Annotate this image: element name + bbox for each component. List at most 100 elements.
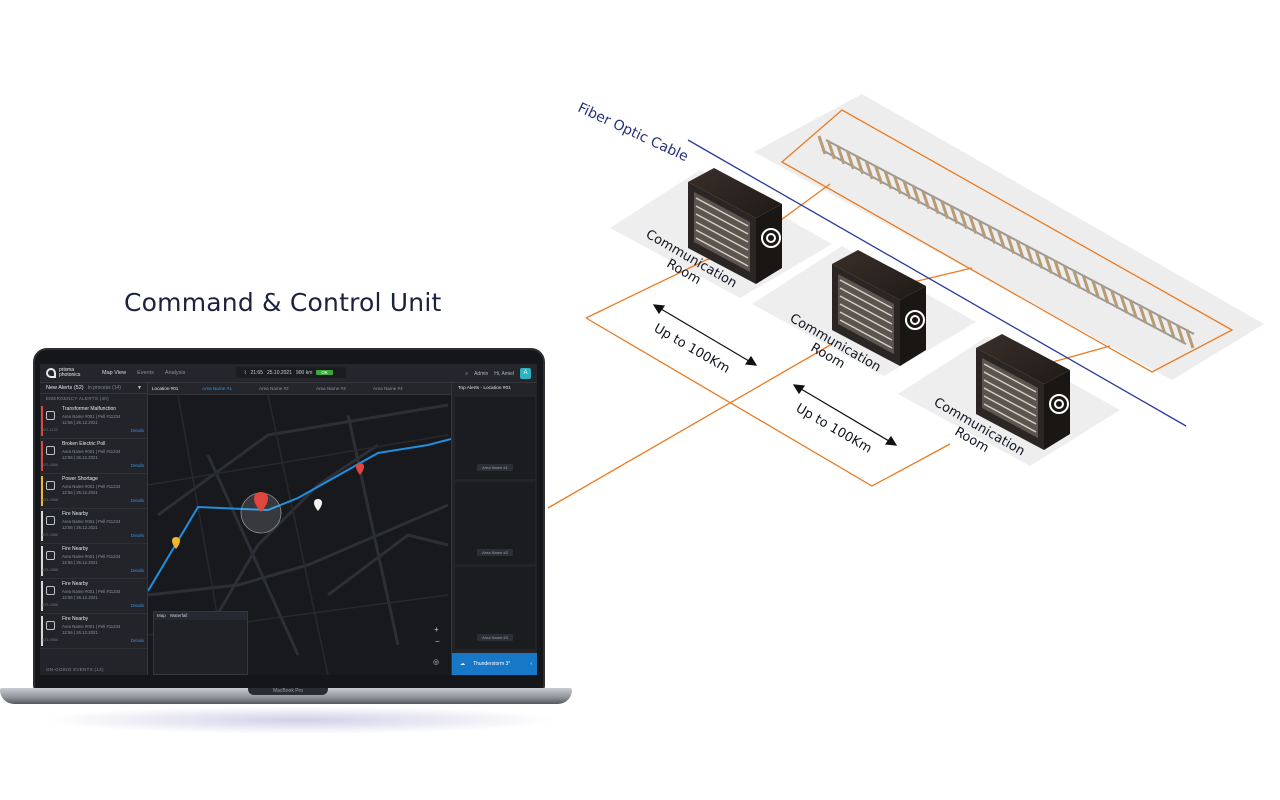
user-greeting[interactable]: Hi, Amiel [494,370,514,377]
new-alerts-title[interactable]: New Alerts (52) [46,385,84,391]
rail-tie [1138,304,1148,324]
orange-loop [585,317,951,487]
alert-title: Fire Nearby [62,546,89,552]
minimap-tab-map[interactable]: Map [157,613,166,618]
rail-tie [911,185,921,205]
rail-tie [1062,264,1072,284]
tab-area-2[interactable]: Area Name #2 [259,386,289,391]
pulse-icon: ⌇ [244,369,247,376]
laptop-shadow [40,706,560,734]
zoom-out-icon[interactable]: − [435,637,440,646]
alert-thumbnail-2[interactable]: Area Name #2 [455,482,535,564]
alert-details-link[interactable]: Details [130,463,144,468]
severity-bar [41,581,43,611]
map-canvas[interactable] [148,395,451,675]
laptop-base [0,688,572,704]
locate-icon[interactable]: ◎ [433,659,440,666]
emergency-section[interactable]: EMERGENCY ALERTS (40) [46,396,109,401]
alert-location: Area Name #001 | Pell #11234 [62,519,121,524]
fiber-route-line [148,438,451,592]
top-alerts-panel: Top Alerts - Location #01 Area Name #1 A… [451,383,537,675]
rail-tie [1091,279,1101,299]
communication-room-server-2 [832,250,926,366]
laptop-model-label: MacBook Pro [248,688,328,695]
rail-tie [977,220,987,240]
alert-location: Area Name #001 | Pell #11234 [62,554,121,559]
filter-icon[interactable]: ▼ [137,385,142,391]
alert-type-icon [46,446,55,455]
severity-bar [41,406,43,436]
tab-area-3[interactable]: Area Name #3 [316,386,346,391]
alert-details-link[interactable]: Details [130,638,144,643]
rail-tie [940,200,950,220]
area-tabs: Location #01 Area Name #1 Area Name #2 A… [148,383,451,395]
alert-time: 12:56 | 26.12.2021 [62,560,98,565]
alerts-panel: New Alerts (52) In process (14) ▼ EMERGE… [40,383,148,675]
alert-id: #22-1132 [42,428,58,432]
ongoing-events-section[interactable]: ON-GOING EVENTS (12) [46,667,104,672]
nav-analysis[interactable]: Analysis [164,370,186,376]
fiber-optic-cable [687,139,1187,427]
map-area[interactable]: Location #01 Area Name #1 Area Name #2 A… [148,383,451,675]
user-area: ⌕ Admin Hi, Amiel A [465,368,531,379]
tab-area-4[interactable]: Area Name #4 [373,386,403,391]
alert-id: #23-4586 [42,603,59,607]
zoom-in-icon[interactable]: + [434,625,439,634]
alert-details-link[interactable]: Details [130,533,144,538]
alert-time: 12:56 | 26.12.2021 [62,525,98,530]
avatar[interactable]: A [520,368,531,379]
minimap-tab-waterfall[interactable]: Waterfall [169,613,188,618]
app-logo[interactable]: prisma photonics [46,368,85,378]
alert-type-icon [46,481,55,490]
rail-tie [1166,319,1176,339]
rail-tie [1128,299,1138,319]
search-icon[interactable]: ⌕ [465,370,469,377]
alert-type-icon [46,621,55,630]
alerts-header: New Alerts (52) In process (14) ▼ [40,383,147,394]
alert-details-link[interactable]: Details [130,498,144,503]
weather-widget[interactable]: ☁ Thunderstorm 3° ‹ [452,653,537,675]
location-select[interactable]: Location #01 [152,386,179,391]
alert-time: 12:56 | 26.12.2021 [62,630,98,635]
rail-tie [817,135,827,155]
alert-time: 12:56 | 26.12.2021 [62,595,98,600]
alert-thumbnail-3[interactable]: Area Name #3 [455,567,535,649]
command-control-heading: Command & Control Unit [124,288,442,317]
alert-title: Broken Electric Poll [62,441,106,447]
alert-details-link[interactable]: Details [130,568,144,573]
rail-tie [1185,329,1195,349]
alert-location: Area Name #001 | Pell #11234 [62,589,121,594]
rail-tie [1176,324,1185,344]
alert-thumbnail-1[interactable]: Area Name #1 [455,397,535,479]
top-alerts-title: Top Alerts - Location #01 [458,386,511,391]
nav-events[interactable]: Events [137,370,154,376]
alert-time: 12:56 | 26.12.2021 [62,420,98,425]
in-process-tab[interactable]: In process (14) [87,385,121,391]
tab-area-1[interactable]: Area Name #1 [202,386,232,391]
alert-id: #23-4586 [42,638,59,642]
alert-type-icon [46,411,55,420]
rail-tie [855,155,865,175]
chevron-left-icon[interactable]: ‹ [530,661,532,667]
communication-room-server-1 [688,168,782,284]
laptop-screen: prisma photonics Map View Events Analysi… [40,364,537,675]
nav-map-view[interactable]: Map View [102,370,127,376]
rail-tie [996,230,1006,249]
alert-title: Transformer Malfunction [62,406,116,412]
rail-tie [1110,289,1119,309]
rail-tie [1119,294,1129,314]
alert-details-link[interactable]: Details [130,603,144,608]
minimap[interactable]: Map Waterfall [153,611,248,675]
rail-tie [1015,239,1025,259]
severity-bar [41,616,43,646]
alert-details-link[interactable]: Details [130,428,144,433]
alert-type-icon [46,586,55,595]
